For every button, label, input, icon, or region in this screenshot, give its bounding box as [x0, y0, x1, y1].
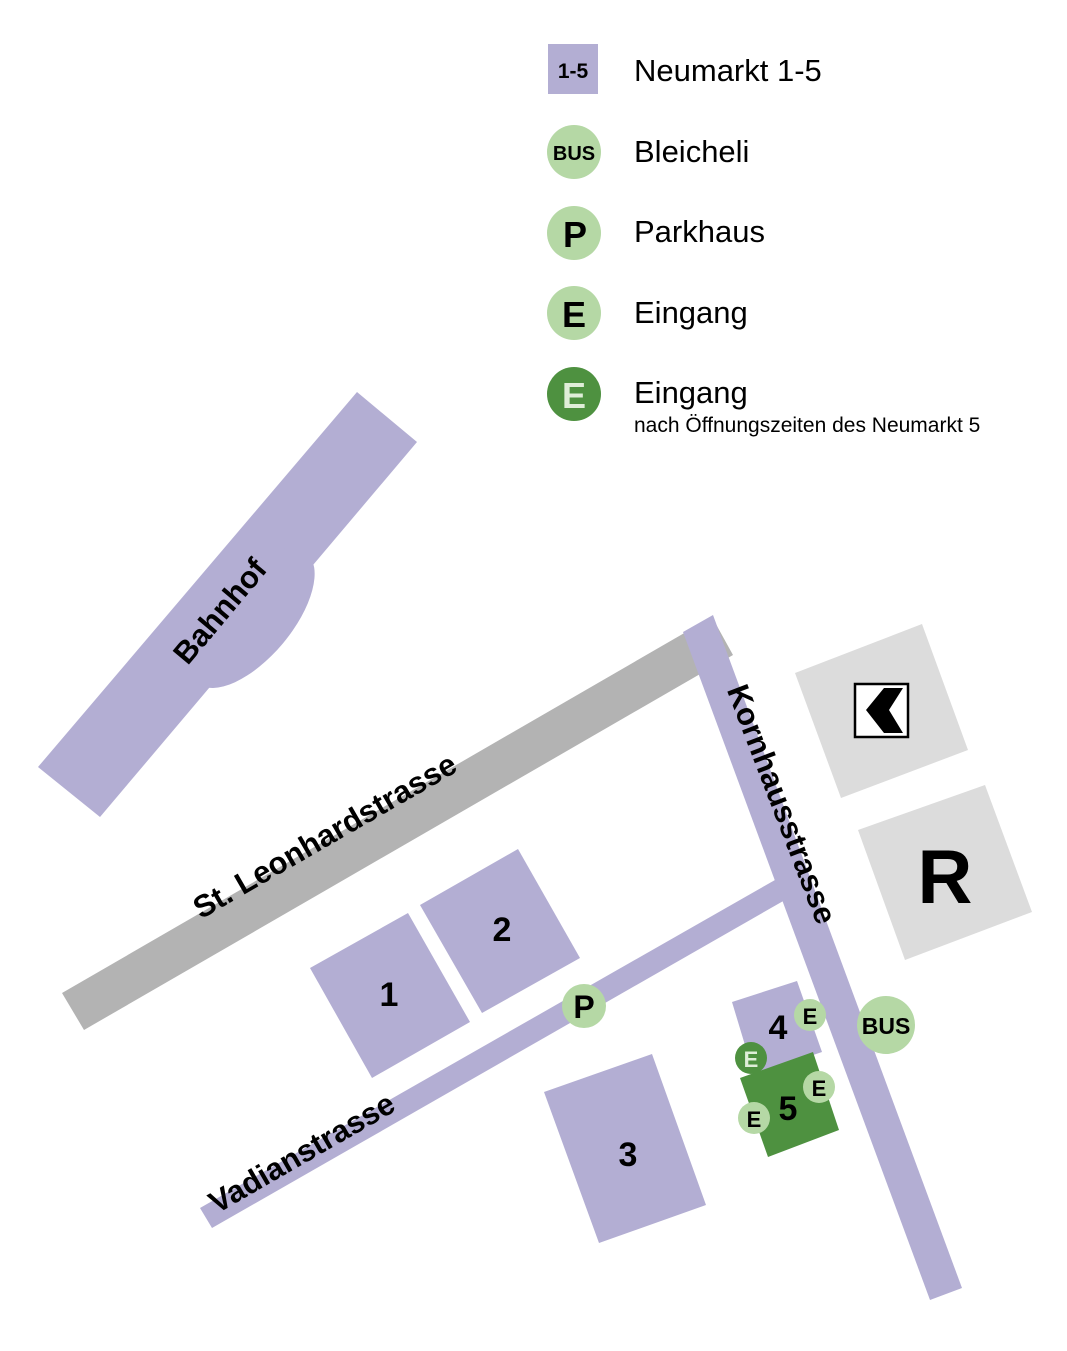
bank-logo-icon — [853, 682, 910, 739]
entrance-icon: E — [812, 1076, 827, 1101]
building-label: 3 — [619, 1136, 638, 1174]
parking-marker: P — [562, 984, 606, 1028]
legend-parking-icon — [547, 206, 601, 260]
raiffeisen-building: R — [858, 785, 1032, 960]
legend: 1-5 Neumarkt 1-5 BUS Bleicheli P Parkhau… — [547, 44, 980, 437]
entrance-marker: E — [738, 1102, 770, 1134]
legend-label: Neumarkt 1-5 — [634, 53, 822, 88]
building-3: 3 — [544, 1054, 706, 1243]
legend-entrance-after-hours-icon — [547, 367, 601, 421]
legend-symbol: P — [563, 214, 587, 255]
legend-label: Eingang — [634, 375, 748, 410]
legend-bus-icon — [547, 125, 601, 179]
street-label: St. Leonhardstrasse — [187, 746, 463, 925]
legend-symbol: E — [562, 375, 586, 416]
entrance-marker: E — [803, 1071, 835, 1103]
legend-building-icon — [548, 44, 598, 94]
legend-sublabel: nach Öffnungszeiten des Neumarkt 5 — [634, 414, 980, 437]
entrance-marker: E — [794, 999, 826, 1031]
legend-symbol: BUS — [553, 143, 595, 165]
bus-icon: BUS — [862, 1013, 911, 1039]
legend-label: Parkhaus — [634, 214, 765, 249]
building-label: 5 — [779, 1090, 798, 1128]
building-label: 1 — [380, 976, 399, 1014]
raiffeisen-label: R — [918, 835, 973, 920]
legend-label: Bleicheli — [634, 134, 749, 169]
station: Bahnhof — [38, 392, 417, 817]
building-label: 4 — [769, 1009, 788, 1047]
entrance-icon: E — [803, 1004, 818, 1029]
parking-icon: P — [573, 989, 594, 1025]
legend-symbol: E — [562, 294, 586, 335]
bus-stop-marker: BUS — [857, 996, 915, 1054]
bank-building — [795, 624, 968, 798]
building-1: 1 — [310, 913, 470, 1078]
entrance-after-hours-marker: E — [735, 1042, 767, 1074]
building-label: 2 — [493, 911, 512, 949]
entrance-icon: E — [747, 1107, 762, 1132]
building-2: 2 — [420, 849, 580, 1013]
legend-symbol: 1-5 — [558, 60, 589, 83]
entrance-icon: E — [744, 1047, 759, 1072]
legend-label: Eingang — [634, 295, 748, 330]
legend-entrance-icon — [547, 286, 601, 340]
street-label: Vadianstrasse — [203, 1086, 401, 1221]
